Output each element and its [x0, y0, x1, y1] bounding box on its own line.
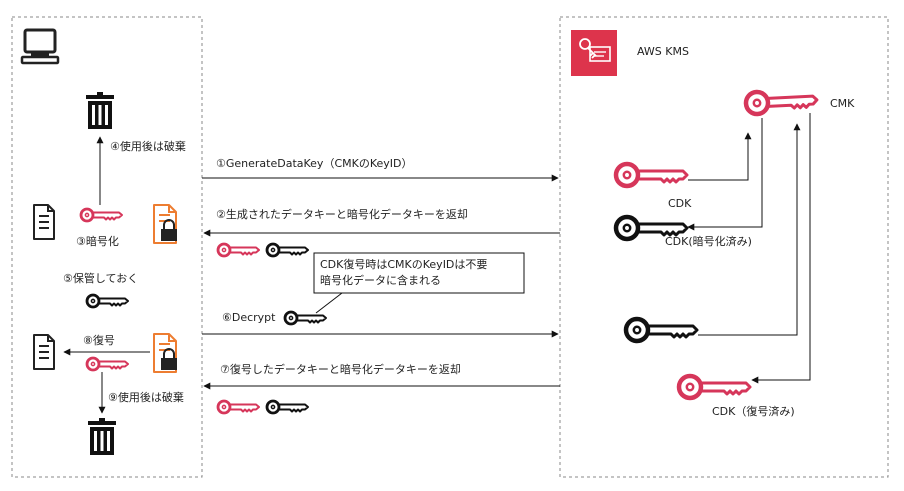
step5-label: ⑤保管しておく — [63, 271, 138, 285]
kms-container — [559, 16, 889, 478]
stored-encrypted-key-icon — [85, 293, 130, 309]
data-key-icon-encrypt — [79, 207, 124, 223]
step4-label: ④使用後は破棄 — [110, 139, 186, 153]
encrypted-to-cmk-connector — [698, 123, 801, 336]
cmk-key-icon — [745, 89, 817, 115]
locked-document-icon-bottom — [153, 333, 178, 373]
cdk-encrypted-label: CDK(暗号化済み) — [665, 234, 752, 248]
step6-label: ⑥Decrypt — [222, 311, 276, 324]
cdk-decrypted-label: CDK（復号済み) — [712, 404, 795, 418]
returned-encrypted-key-icon-2 — [265, 399, 310, 415]
computer-icon — [20, 28, 60, 65]
step3-label: ③暗号化 — [76, 234, 119, 248]
cmk-to-encrypted-connector — [687, 118, 763, 231]
document-icon-top — [33, 204, 55, 240]
trash-icon-top — [86, 92, 114, 129]
kms-title: AWS KMS — [637, 45, 689, 58]
returned-data-key-icon — [216, 242, 261, 258]
locked-document-icon-top — [153, 204, 178, 244]
cdk-label: CDK — [668, 197, 692, 210]
encrypted-cdk-key-icon-2 — [626, 319, 697, 341]
cmk-to-decrypted-connector — [751, 113, 811, 384]
cmk-to-cdk-connector — [688, 132, 752, 181]
client-container — [11, 16, 203, 478]
step9-label: ⑨使用後は破棄 — [108, 390, 184, 404]
cmk-label: CMK — [830, 97, 855, 110]
kms-icon — [571, 30, 617, 76]
step2-label: ②生成されたデータキーと暗号化データキーを返却 — [216, 207, 468, 221]
returned-data-key-icon-2 — [216, 399, 261, 415]
note-line2: 暗号化データに含まれる — [320, 273, 441, 287]
step7-label: ⑦復号したデータキーと暗号化データキーを返却 — [220, 362, 461, 376]
cdk-key-icon — [616, 164, 687, 186]
decrypted-cdk-key-icon — [679, 376, 750, 398]
trash-icon-bottom — [88, 418, 116, 455]
step1-label: ①GenerateDataKey（CMKのKeyID） — [216, 157, 413, 170]
note-callout: CDK復号時はCMKのKeyIDは不要 暗号化データに含まれる — [313, 252, 525, 314]
note-line1: CDK復号時はCMKのKeyIDは不要 — [320, 258, 487, 271]
decrypt-encrypted-key-icon — [283, 310, 328, 326]
returned-encrypted-key-icon — [265, 242, 310, 258]
data-key-icon-decrypt — [85, 356, 130, 372]
document-icon-bottom — [33, 334, 55, 370]
step8-label: ⑧復号 — [83, 334, 115, 347]
